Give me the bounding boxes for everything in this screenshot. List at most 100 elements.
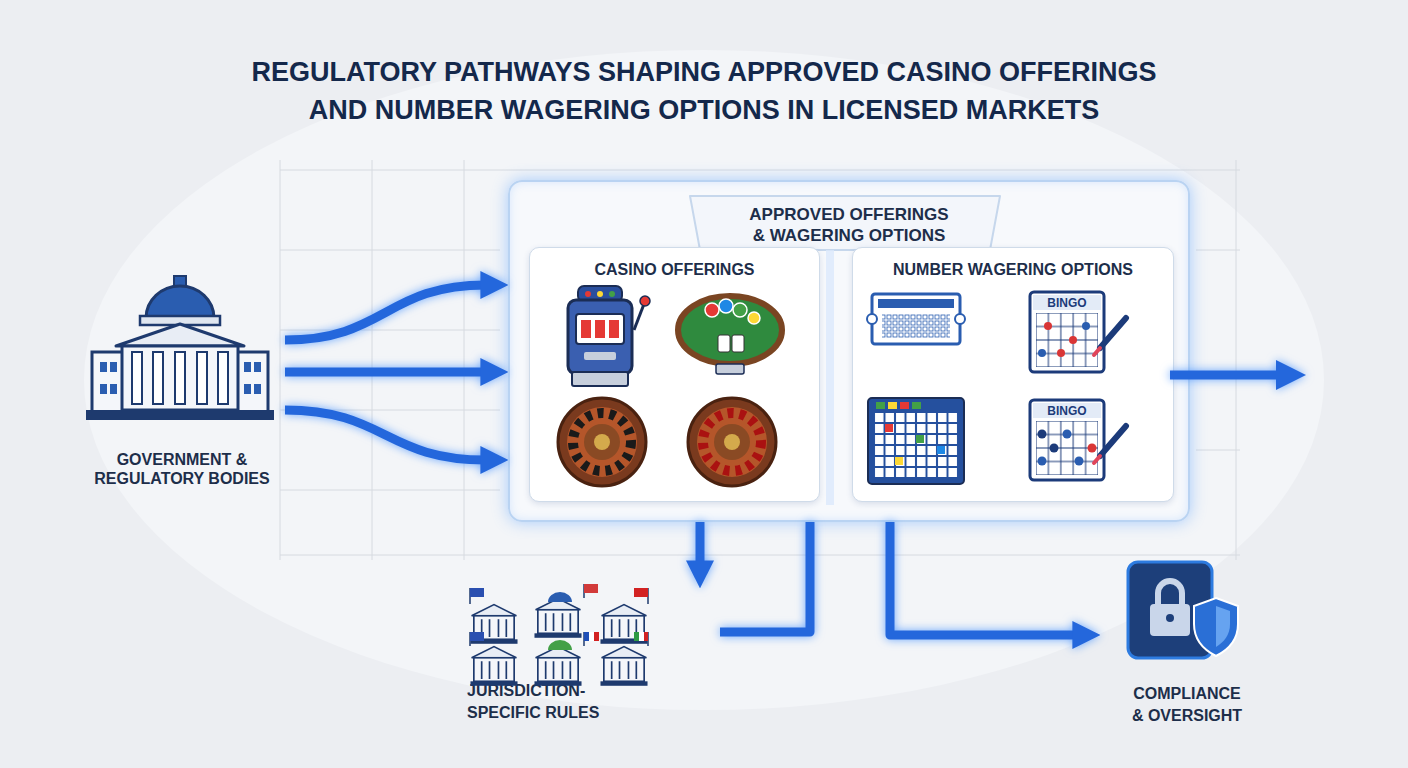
bingo-card-icon [1100,426,1126,456]
poker-table-icon [719,299,733,313]
roulette-wheel-icon [703,413,761,471]
flow-connector [890,522,1078,635]
government-building-icon [218,352,228,404]
government-building-icon [86,276,274,420]
jurisdiction-buildings-icon [584,584,598,593]
grid-lines [464,160,465,560]
slot-machine-icon [581,320,591,338]
bingo-card-icon [1030,292,1104,372]
grid-lines [280,170,1240,171]
container-fill [508,180,1190,522]
government-building-icon [92,352,124,412]
bingo-card-icon [1033,295,1101,310]
node-label: NUMBER WAGERING OPTIONS [853,260,1173,280]
poker-table-icon [732,335,744,352]
jurisdiction-buildings-icon [584,632,589,641]
government-building-icon [110,362,117,372]
jurisdiction-buildings-icon [600,605,647,644]
bingo-card-icon [1030,292,1126,372]
slot-machine-icon [568,286,650,386]
poker-table-icon [733,303,747,317]
exit-arrow [1276,360,1306,390]
jurisdiction-buildings-icon [639,632,644,641]
grid-lines [372,160,373,560]
node-label: CASINO OFFERINGS [530,260,819,280]
compliance-lock-icon [1128,562,1238,658]
grid-lines [280,250,500,251]
card-label: BINGO [1032,296,1102,310]
compliance-lock-icon [1150,604,1190,636]
grid-lines [280,490,500,491]
grid-lines [280,555,1240,556]
bingo-card-icon [1063,430,1072,439]
node-label: APPROVED OFFERINGS & WAGERING OPTIONS [745,204,953,246]
slot-machine-icon [609,291,615,297]
poker-table-icon [705,303,719,317]
slot-machine-icon [584,352,616,360]
grid-lines [280,160,1240,560]
government-building-icon [116,324,244,346]
flow-connector [720,522,810,632]
flow-connector [285,410,486,460]
jurisdiction-buildings-icon [470,605,517,644]
roulette-wheel-icon [697,407,767,477]
government-building-icon [254,384,261,394]
bingo-card-icon [1036,313,1098,367]
jurisdiction-buildings-icon [548,640,572,650]
roulette-wheel-icon [558,398,646,486]
bingo-card-icon [1069,336,1077,344]
grid-lines [280,330,500,331]
jurisdiction-buildings-icon [548,592,572,602]
government-building-icon [254,362,261,372]
poker-table-icon [678,296,782,374]
government-building-icon [122,346,238,410]
roulette-wheel-icon [594,434,610,450]
slot-machine-icon [640,296,650,306]
government-building-icon [110,384,117,394]
roulette-wheel-icon [558,398,776,486]
container-fill [508,180,1190,522]
slot-machine-icon [585,291,591,297]
government-building-icon [100,384,107,394]
number-grid-card-icon [888,402,897,409]
bingo-card-icon [1082,322,1090,330]
jurisdiction-buildings-icon [634,588,648,597]
poker-table-icon [716,364,744,374]
roulette-wheel-icon [584,424,620,460]
number-grid-card-icon [885,424,893,432]
jurisdiction-buildings-icon [634,632,639,641]
slot-machine-icon [609,320,619,338]
number-grid-card-icon [912,402,921,409]
container-fill [690,196,1000,250]
bingo-card-icon [1088,444,1097,453]
bingo-card-icon [1038,430,1047,439]
bingo-card-icon [1075,457,1084,466]
grid-lines [1196,250,1240,251]
compliance-lock-icon [1166,614,1174,622]
government-building-icon [86,410,274,420]
poker-table-icon [718,335,730,352]
government-building-icon [100,362,107,372]
number-grid-card-icon [900,402,909,409]
bingo-card-icon [1033,403,1101,418]
number-grid-card-icon [916,435,924,443]
grid-lines [1236,160,1237,560]
government-building-icon [153,352,163,404]
number-grid-card-icon [876,402,885,409]
container-fill [826,250,834,505]
number-grid-card-icon [937,446,945,454]
jurisdiction-buildings-icon [600,647,647,686]
bingo-card-icon [1094,456,1100,463]
roulette-wheel-icon [714,424,750,460]
government-building-icon [244,362,251,372]
number-grid-card-icon [874,412,958,478]
jurisdiction-buildings-icon [534,599,581,638]
jurisdiction-buildings-icon [470,647,517,686]
lottery-ticket-icon [867,314,877,324]
number-grid-card-icon [895,457,903,465]
bingo-card-icon [1030,400,1104,480]
